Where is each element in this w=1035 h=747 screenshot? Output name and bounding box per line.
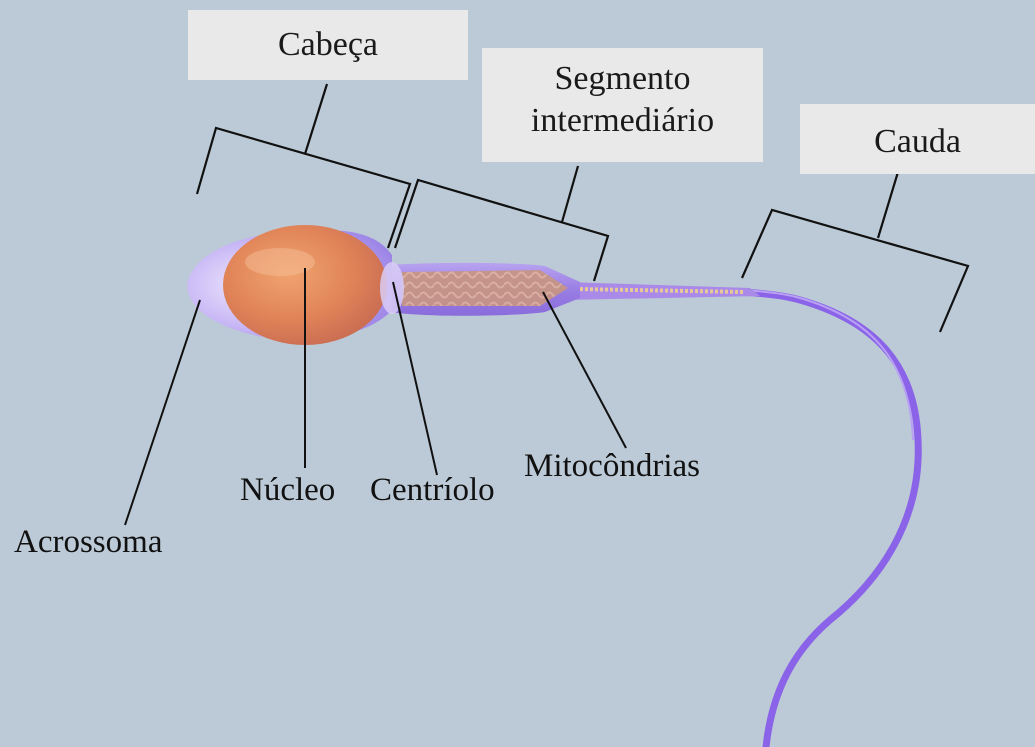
acrosome-leader: [125, 300, 200, 525]
head-label-box: Cabeça: [188, 10, 468, 80]
midpiece-label-line2: intermediário: [482, 100, 763, 142]
head-label: Cabeça: [278, 26, 378, 63]
nucleus-label: Núcleo: [240, 472, 335, 509]
tail-bracket: [742, 172, 968, 332]
tail-label: Cauda: [874, 123, 961, 160]
tail-flagellum: [590, 290, 918, 747]
midpiece-label-box: Segmento intermediário: [482, 48, 763, 162]
tail-label-box: Cauda: [800, 104, 1035, 174]
tail-highlight: [590, 288, 913, 440]
mitochondria-label: Mitocôndrias: [524, 448, 700, 485]
midpiece-label-line1: Segmento: [482, 58, 763, 100]
mitochondrial-sheath: [402, 270, 568, 306]
mitochondria-leader: [543, 292, 626, 448]
centriole-label: Centríolo: [370, 472, 495, 509]
acrosome-label: Acrossoma: [14, 524, 162, 561]
neck-region: [380, 262, 404, 314]
head-bracket: [197, 84, 410, 248]
